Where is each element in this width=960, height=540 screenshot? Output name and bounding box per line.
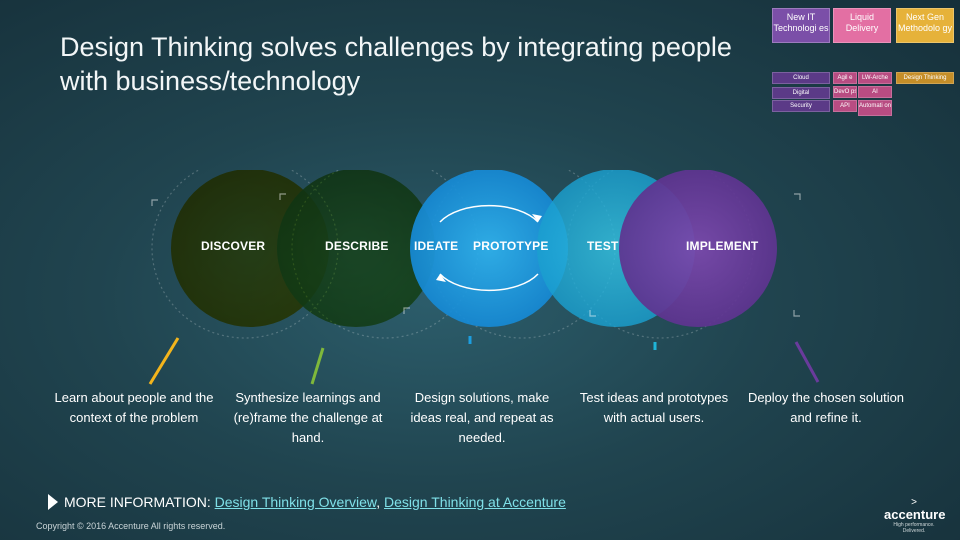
grid-cell-cloud: Cloud: [772, 72, 830, 84]
corner-mark: [793, 310, 800, 317]
more-info-prefix: MORE INFORMATION:: [64, 494, 211, 510]
stage-implement: IMPLEMENT: [686, 239, 759, 253]
describe-circle: [277, 170, 435, 327]
grid-cell-automation: Automati on: [858, 100, 892, 116]
ideate-circle: [410, 170, 568, 327]
implement-description: Deploy the chosen solution and refine it…: [747, 390, 905, 425]
corner-mark: [151, 199, 158, 206]
copyright: Copyright © 2016 Accenture All rights re…: [36, 521, 226, 531]
design-thinking-venn: [151, 170, 801, 339]
grid-cell-security: Security: [772, 100, 830, 112]
implement-connector: [794, 341, 820, 383]
link-separator: ,: [376, 494, 381, 510]
stage-discover: DISCOVER: [201, 239, 266, 253]
logo-tagline: High performance. Delivered.: [893, 522, 935, 534]
grid-cell-devops: DevO ps: [833, 86, 857, 98]
stage-describe: DESCRIBE: [325, 239, 389, 253]
cycle-arrow-top: [439, 204, 539, 223]
describe-description: Synthesize learnings and (re)frame the c…: [233, 390, 383, 445]
grid-cell-api: API: [833, 100, 857, 112]
grid-cell-design-thinking: Design Thinking: [896, 72, 954, 84]
cycle-arrowhead-top: [532, 214, 542, 222]
implement-circle: [619, 170, 777, 327]
describe-connector: [310, 347, 325, 385]
test-description: Test ideas and prototypes with actual us…: [579, 390, 729, 425]
ideate-description: Design solutions, make ideas real, and r…: [410, 390, 554, 445]
cycle-arrowhead-bottom: [436, 274, 446, 282]
grid-cell-digital: Digital: [772, 87, 830, 99]
grid-cell-agile: Agil e: [833, 72, 857, 84]
grid-header-liquid-delivery: Liquid Delivery: [833, 8, 891, 43]
corner-mark: [589, 310, 596, 317]
stage-prototype: PROTOTYPE: [473, 239, 549, 253]
stage-test: TEST: [587, 239, 619, 253]
accenture-logo: > accenture High performance. Delivered.: [884, 497, 946, 535]
grid-cell-ai: AI: [858, 86, 892, 98]
corner-mark: [403, 307, 410, 314]
logo-wordmark: accenture: [884, 507, 946, 522]
logo-mark: >: [911, 497, 917, 508]
grid-header-new-it: New IT Technologi es: [772, 8, 830, 43]
corner-mark: [794, 193, 801, 200]
grid-cell-lw-arche: LW-Arche: [858, 72, 892, 84]
slide-title: Design Thinking solves challenges by int…: [60, 32, 732, 96]
connector-lines: [148, 336, 820, 385]
methodology-grid: New IT Technologi es Liquid Delivery Nex…: [772, 0, 960, 130]
arrow-right-icon: [48, 494, 58, 510]
more-information: MORE INFORMATION: Design Thinking Overvi…: [48, 494, 566, 510]
grid-header-next-gen: Next Gen Methodolo gy: [896, 8, 954, 43]
link-design-thinking-at-accenture[interactable]: Design Thinking at Accenture: [384, 494, 566, 510]
link-design-thinking-overview[interactable]: Design Thinking Overview: [214, 494, 377, 510]
discover-connector: [148, 337, 180, 385]
cycle-arrow-bottom: [439, 273, 539, 292]
stage-ideate: IDEATE: [414, 239, 459, 253]
discover-description: Learn about people and the context of th…: [54, 390, 214, 425]
corner-mark: [279, 193, 286, 200]
